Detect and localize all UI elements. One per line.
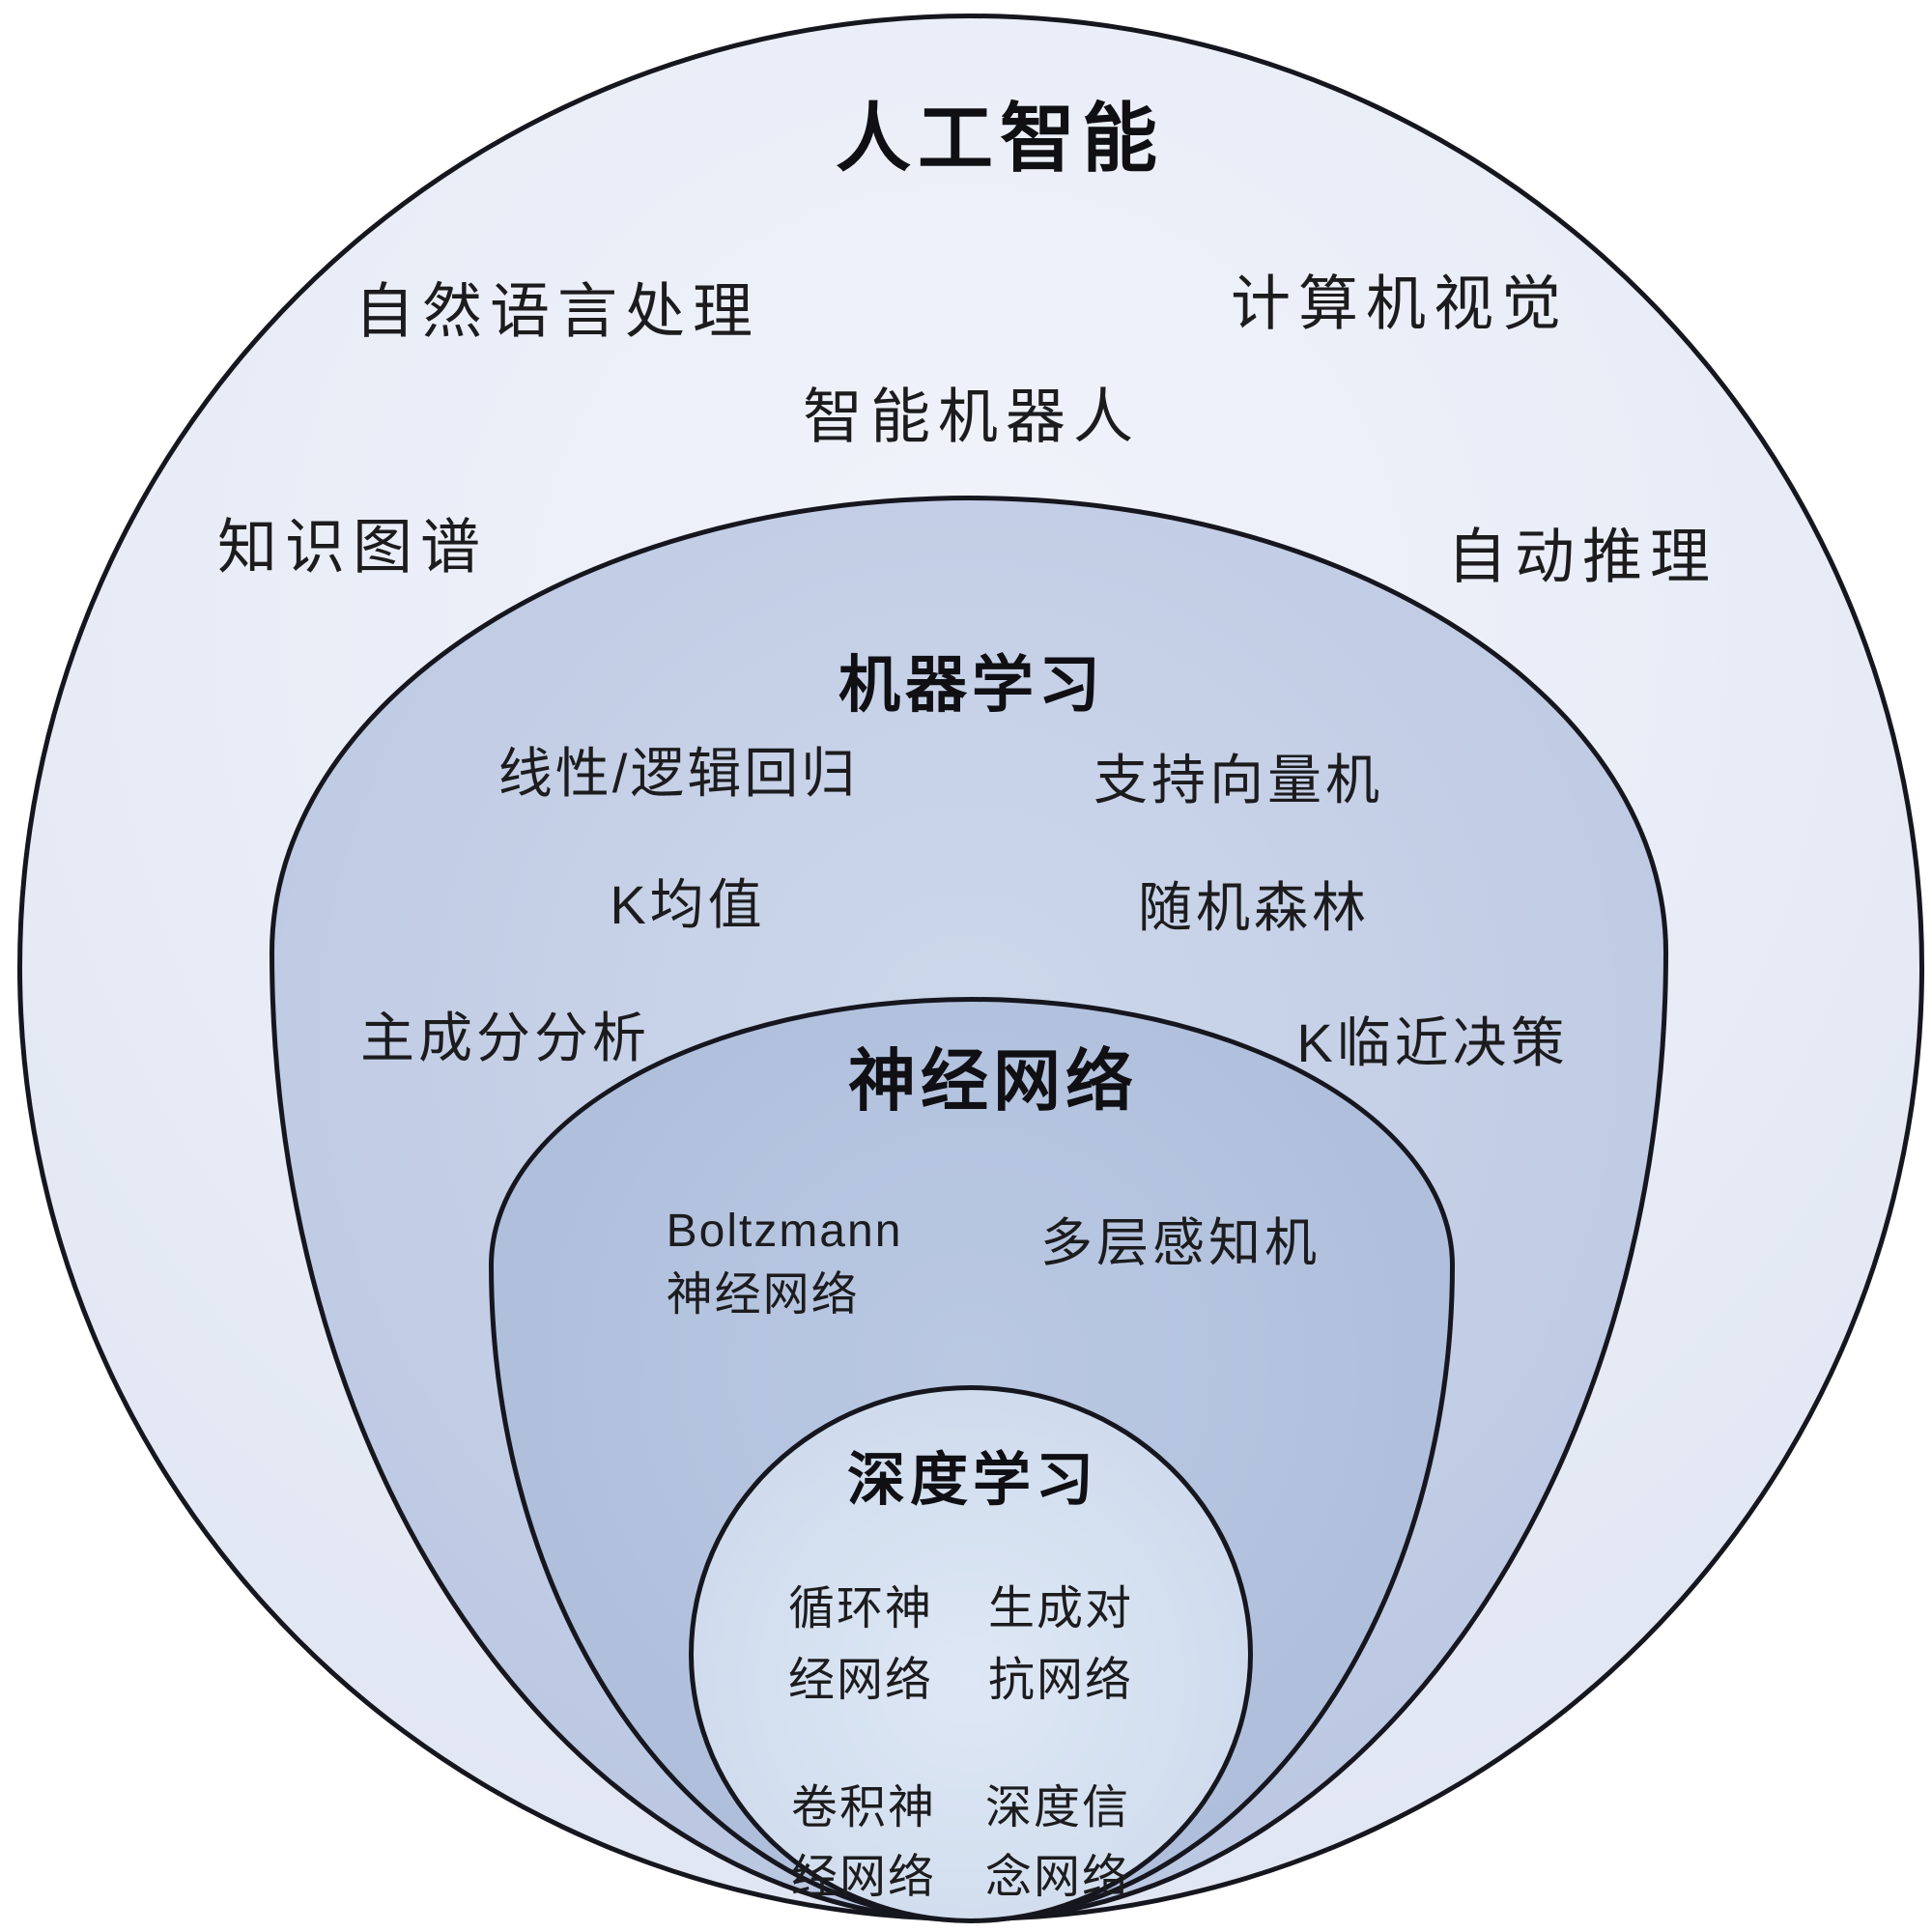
label-convolutional-neural-network: 卷积神 经网络 xyxy=(790,1782,937,1903)
label-multilayer-perceptron: 多层感知机 xyxy=(1040,1213,1321,1272)
title-deep-learning: 深度学习 xyxy=(847,1447,1098,1513)
title-artificial-intelligence: 人工智能 xyxy=(835,96,1165,182)
title-machine-learning: 机器学习 xyxy=(838,650,1105,721)
label-knowledge-graph: 知识图谱 xyxy=(216,514,489,582)
label-support-vector-machine: 支持向量机 xyxy=(1094,749,1383,810)
label-linear-logistic-regression: 线性/逻辑回归 xyxy=(497,742,859,804)
label-boltzmann-neural-network: Boltzmann 神经网络 xyxy=(666,1206,903,1321)
label-natural-language-processing: 自然语言处理 xyxy=(354,278,761,346)
label-principal-component-analysis: 主成分分析 xyxy=(360,1007,650,1068)
label-intelligent-robot: 智能机器人 xyxy=(802,384,1142,451)
label-random-forest: 随机森林 xyxy=(1138,876,1370,938)
label-deep-belief-network: 深度信 念网络 xyxy=(984,1782,1131,1903)
label-generative-adversarial-network: 生成对 抗网络 xyxy=(987,1583,1134,1706)
label-recurrent-neural-network: 循环神 经网络 xyxy=(787,1583,934,1706)
circle-deep-learning xyxy=(689,1385,1253,1923)
label-automated-reasoning: 自动推理 xyxy=(1446,524,1719,591)
title-neural-network: 神经网络 xyxy=(848,1042,1138,1119)
label-k-nearest-decision: K临近决策 xyxy=(1296,1011,1569,1073)
label-k-means: K均值 xyxy=(610,873,766,935)
label-computer-vision: 计算机视觉 xyxy=(1230,270,1570,338)
